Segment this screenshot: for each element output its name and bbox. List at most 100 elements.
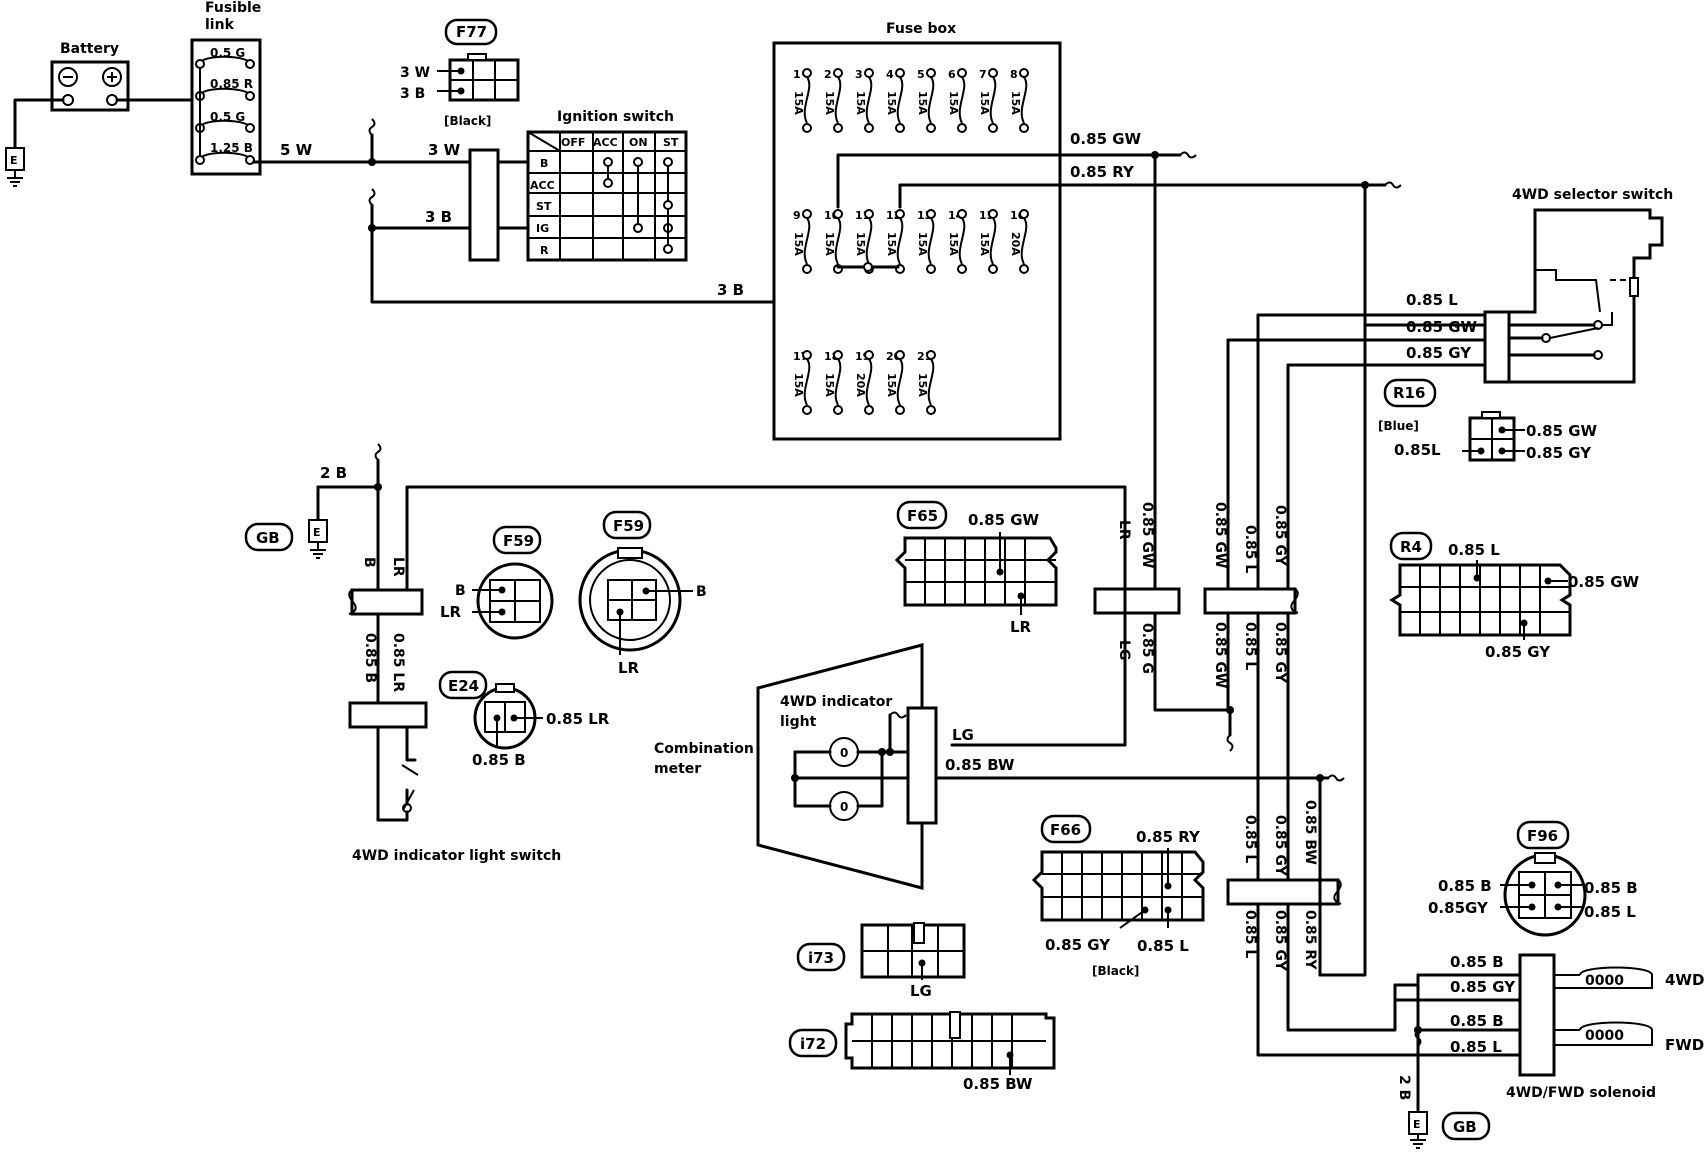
svg-text:0.85 B: 0.85 B bbox=[1584, 879, 1638, 897]
battery-ground-icon: E bbox=[5, 147, 25, 187]
fuse-number: 9 bbox=[793, 209, 801, 222]
svg-text:0.85 GW: 0.85 GW bbox=[1139, 502, 1155, 568]
svg-text:0.85 GW: 0.85 GW bbox=[1568, 573, 1640, 591]
fuse-rating: 15A bbox=[978, 91, 991, 115]
svg-text:0.85 GW: 0.85 GW bbox=[1070, 130, 1142, 148]
svg-text:0: 0 bbox=[840, 746, 848, 760]
fuse-rating: 15A bbox=[978, 232, 991, 256]
fuse-rating: 15A bbox=[885, 232, 898, 256]
fuse-number: 1 bbox=[793, 68, 801, 81]
selector-harness-block bbox=[1483, 310, 1511, 384]
battery: Battery bbox=[50, 41, 130, 112]
svg-text:4WD/FWD solenoid: 4WD/FWD solenoid bbox=[1506, 1085, 1656, 1101]
svg-text:0.85 BW: 0.85 BW bbox=[945, 756, 1015, 774]
connector-r16: R16 [Blue] 0.85 GW 0.85 GY 0.85L bbox=[1378, 378, 1598, 462]
solenoid-coil-1: 0000 bbox=[1585, 973, 1624, 989]
svg-text:3 B: 3 B bbox=[400, 86, 425, 102]
svg-text:F59: F59 bbox=[503, 532, 534, 550]
connector-f96: F96 0.85 B 0.85GY 0.85 B 0.85 L bbox=[1428, 820, 1638, 937]
svg-text:0.85 GW: 0.85 GW bbox=[1406, 318, 1478, 336]
gb-ground-icon: E bbox=[308, 519, 328, 559]
combination-meter: Combination meter 4WD indicator light 00 bbox=[654, 643, 938, 890]
connector-i73: i73 LG bbox=[796, 922, 966, 1000]
svg-text:F65: F65 bbox=[907, 507, 938, 525]
svg-text:R4: R4 bbox=[1400, 538, 1422, 556]
wire-5w-label: 5 W bbox=[280, 141, 313, 159]
fuse-rating: 15A bbox=[792, 373, 805, 397]
fuse-number: 3 bbox=[855, 68, 863, 81]
fuse-rating: 20A bbox=[1009, 232, 1022, 256]
svg-text:0.85 LR: 0.85 LR bbox=[390, 633, 406, 692]
svg-text:0.85 L: 0.85 L bbox=[1584, 903, 1636, 921]
fuse-rating: 15A bbox=[823, 373, 836, 397]
fuse-rating: 15A bbox=[947, 91, 960, 115]
connector-f59-a: F59 B LR bbox=[440, 525, 554, 640]
svg-text:Fuse box: Fuse box bbox=[886, 21, 956, 37]
fuse-number: 5 bbox=[917, 68, 925, 81]
svg-text:0.85 RY: 0.85 RY bbox=[1302, 910, 1318, 970]
svg-text:0.85 BW: 0.85 BW bbox=[963, 1075, 1033, 1093]
svg-text:0.85 GY: 0.85 GY bbox=[1485, 643, 1551, 661]
svg-text:0.85 B: 0.85 B bbox=[1450, 953, 1504, 971]
svg-text:0.85 L: 0.85 L bbox=[1406, 291, 1458, 309]
svg-text:0.85 B: 0.85 B bbox=[362, 633, 378, 683]
svg-text:0.85 B: 0.85 B bbox=[472, 751, 526, 769]
svg-text:1.25 B: 1.25 B bbox=[210, 141, 253, 155]
svg-text:[Black]: [Black] bbox=[1092, 964, 1139, 978]
gb-tag-left bbox=[244, 522, 294, 552]
svg-text:LG: LG bbox=[910, 982, 932, 1000]
fuse-number: 6 bbox=[948, 68, 956, 81]
svg-text:F77: F77 bbox=[456, 23, 487, 41]
selector-switch: 4WD selector switch bbox=[1483, 187, 1673, 384]
svg-text:[Black]: [Black] bbox=[444, 114, 491, 128]
svg-text:LG: LG bbox=[952, 726, 974, 744]
svg-text:0.85 GY: 0.85 GY bbox=[1272, 505, 1288, 567]
svg-text:0.85 GY: 0.85 GY bbox=[1045, 936, 1111, 954]
svg-text:F96: F96 bbox=[1527, 827, 1558, 845]
svg-text:0.85 GY: 0.85 GY bbox=[1272, 910, 1288, 972]
svg-text:0.85 L: 0.85 L bbox=[1242, 525, 1258, 573]
svg-text:0.85 L: 0.85 L bbox=[1137, 937, 1189, 955]
svg-text:B: B bbox=[696, 584, 707, 600]
harness-clamp-b bbox=[1203, 587, 1297, 615]
fuse-number: 7 bbox=[979, 68, 987, 81]
svg-text:ST: ST bbox=[663, 136, 679, 149]
svg-text:0.85 GY: 0.85 GY bbox=[1406, 344, 1472, 362]
harness-clamp-a bbox=[1093, 587, 1181, 615]
connector-f59-b: F59 B LR bbox=[578, 510, 707, 677]
svg-text:E: E bbox=[10, 154, 18, 167]
svg-text:3 B: 3 B bbox=[425, 208, 452, 226]
connector-r4: R4 0.85 L 0.85 GW 0.85 GY bbox=[1389, 531, 1640, 661]
svg-text:0.85 L: 0.85 L bbox=[1242, 910, 1258, 958]
battery-label: Battery bbox=[60, 41, 119, 57]
connector-f65: F65 0.85 GW LR bbox=[894, 500, 1058, 636]
svg-text:0.85 GW: 0.85 GW bbox=[1526, 422, 1598, 440]
svg-text:ON: ON bbox=[629, 136, 648, 149]
svg-text:0.85 L: 0.85 L bbox=[1448, 541, 1500, 559]
fusible-link-label-1: Fusible bbox=[205, 0, 261, 16]
solenoid: 0000 0000 4WD FWD 4WD/FWD solenoid bbox=[1506, 953, 1704, 1101]
svg-text:B: B bbox=[540, 157, 548, 170]
fuse-rating: 15A bbox=[885, 91, 898, 115]
svg-text:4WD: 4WD bbox=[1665, 971, 1704, 989]
gb-ground-icon-bottom: E bbox=[1408, 1111, 1428, 1149]
svg-text:F59: F59 bbox=[613, 517, 644, 535]
svg-text:0.85 RY: 0.85 RY bbox=[1136, 828, 1201, 846]
svg-text:0.85 RY: 0.85 RY bbox=[1070, 163, 1135, 181]
svg-text:FWD: FWD bbox=[1665, 1036, 1704, 1054]
fuse-rating: 20A bbox=[854, 373, 867, 397]
